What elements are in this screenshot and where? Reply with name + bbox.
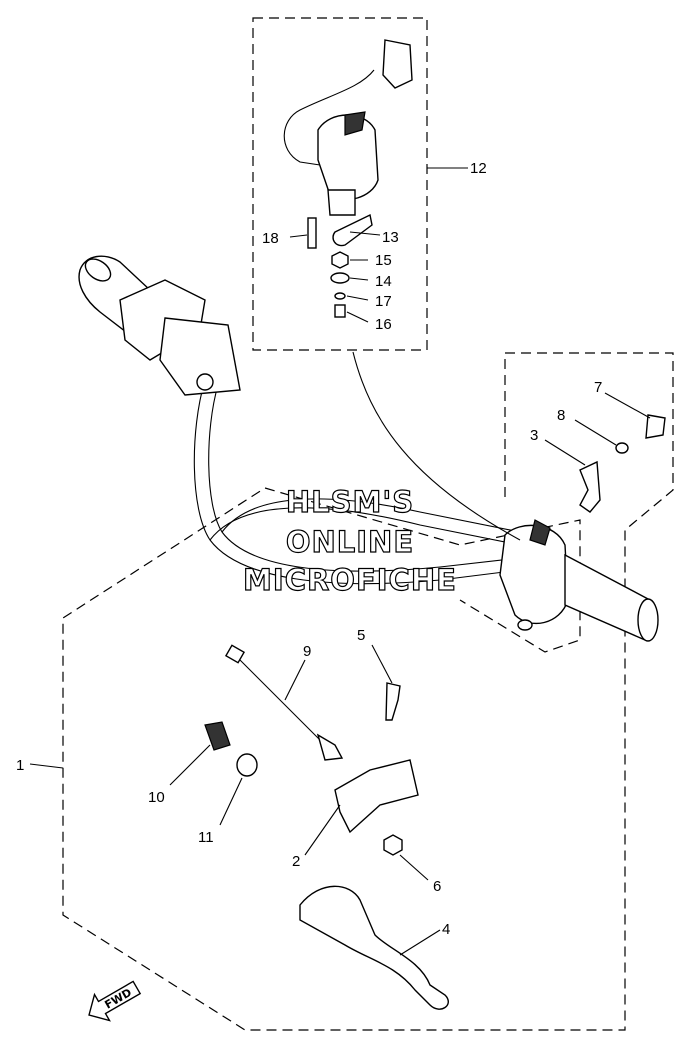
part-16-bolt <box>334 304 346 318</box>
forward-direction-arrow: FWD <box>88 980 142 1022</box>
callout-9: 9 <box>303 643 311 660</box>
part-13-lever-arm <box>332 213 373 247</box>
callout-12: 12 <box>470 160 487 177</box>
part-14-washer <box>330 272 350 284</box>
switch-assembly-box <box>252 17 428 351</box>
watermark-line-2: ONLINE <box>286 525 414 559</box>
callout-1: 1 <box>16 757 24 774</box>
part-4-clutch-lever <box>299 885 449 1010</box>
leader-lines <box>29 167 651 956</box>
callout-13: 13 <box>382 229 399 246</box>
callout-7: 7 <box>594 379 602 396</box>
handlebar <box>193 379 521 585</box>
part-5-bolt <box>385 682 401 721</box>
callout-4: 4 <box>442 921 450 938</box>
part-6-nut <box>383 834 403 856</box>
watermark-line-1: HLSM'S <box>286 485 414 519</box>
part-17-lockwasher <box>334 292 346 300</box>
callout-10: 10 <box>148 789 165 806</box>
callout-17: 17 <box>375 293 392 310</box>
switch-harness <box>352 351 521 541</box>
watermark-line-3: MICROFICHE <box>243 563 457 597</box>
callout-15: 15 <box>375 252 392 269</box>
part-11-locknut <box>236 753 258 777</box>
part-2-lever-bracket <box>334 759 419 834</box>
part-7-bolt <box>645 414 666 439</box>
part-3-clamp <box>579 460 601 513</box>
callout-18: 18 <box>262 230 279 247</box>
watermark: HLSM'S ONLINE MICROFICHE <box>242 484 457 597</box>
callout-2: 2 <box>292 853 300 870</box>
callout-5: 5 <box>357 627 365 644</box>
callout-16: 16 <box>375 316 392 333</box>
callout-3: 3 <box>530 427 538 444</box>
callout-8: 8 <box>557 407 565 424</box>
part-18-screw <box>307 217 317 249</box>
part-12-handlebar-switch <box>283 39 413 216</box>
part-9-switch-cable <box>229 649 321 741</box>
left-grip <box>78 255 241 396</box>
callout-14: 14 <box>375 273 392 290</box>
callout-6: 6 <box>433 878 441 895</box>
part-8-washer <box>615 442 629 454</box>
part-10-adjuster <box>204 721 231 751</box>
right-switch-housing <box>499 519 569 631</box>
callout-11: 11 <box>198 829 214 846</box>
part-15-nut <box>331 251 349 269</box>
right-grip <box>564 553 659 642</box>
